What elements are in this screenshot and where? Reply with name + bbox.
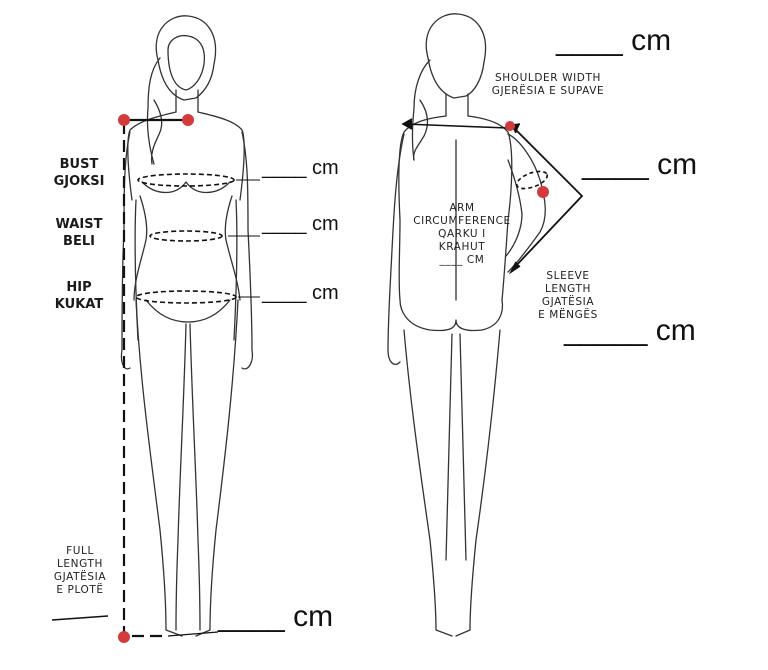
waist-blank: ____ cm (262, 213, 339, 235)
bust-line (137, 173, 235, 187)
bust-blank: ____ cm (262, 157, 339, 179)
shoulder-width-label: SHOULDER WIDTH GJERËSIA E SUPAVE (491, 72, 605, 97)
hip-label: HIP KUKAT (54, 280, 104, 312)
shoulder-width-line (403, 123, 509, 129)
neck-marker-left (118, 114, 130, 126)
neck-marker-right (182, 114, 194, 126)
shoulder-marker (505, 121, 515, 131)
sleeve-arrow-tip (508, 261, 521, 275)
hip-line (135, 290, 237, 304)
full-length-blank: ____ cm (218, 600, 334, 633)
full-length-label: FULL LENGTH GJATËSIA E PLOTË (53, 545, 107, 596)
arm-circumference-blank: ____ cm (582, 148, 698, 181)
arm-marker (537, 186, 549, 198)
sleeve-length-line (511, 125, 584, 271)
waist-line (149, 230, 223, 242)
shoulder-width-blank: ____ cm (556, 24, 672, 57)
foot-marker (118, 631, 130, 643)
hip-blank: ____ cm (262, 282, 339, 304)
front-figure (120, 15, 254, 637)
full-length-line (122, 122, 166, 638)
back-figure (387, 13, 546, 637)
full-length-underline (51, 615, 109, 621)
sleeve-length-label: SLEEVE LENGTH GJATËSIA E MËNGËS (538, 270, 598, 321)
shoulder-arrow-left (401, 118, 413, 130)
sleeve-length-blank: _____ cm (564, 314, 696, 347)
arm-circumference-label: ARM CIRCUMFERENCE QARKU I KRAHUT ____ CM (413, 202, 511, 266)
full-length-foot (167, 631, 219, 637)
bust-label: BUST GJOKSI (53, 157, 105, 189)
waist-label: WAIST BELI (55, 217, 103, 249)
arm-circumference-line (515, 170, 549, 190)
